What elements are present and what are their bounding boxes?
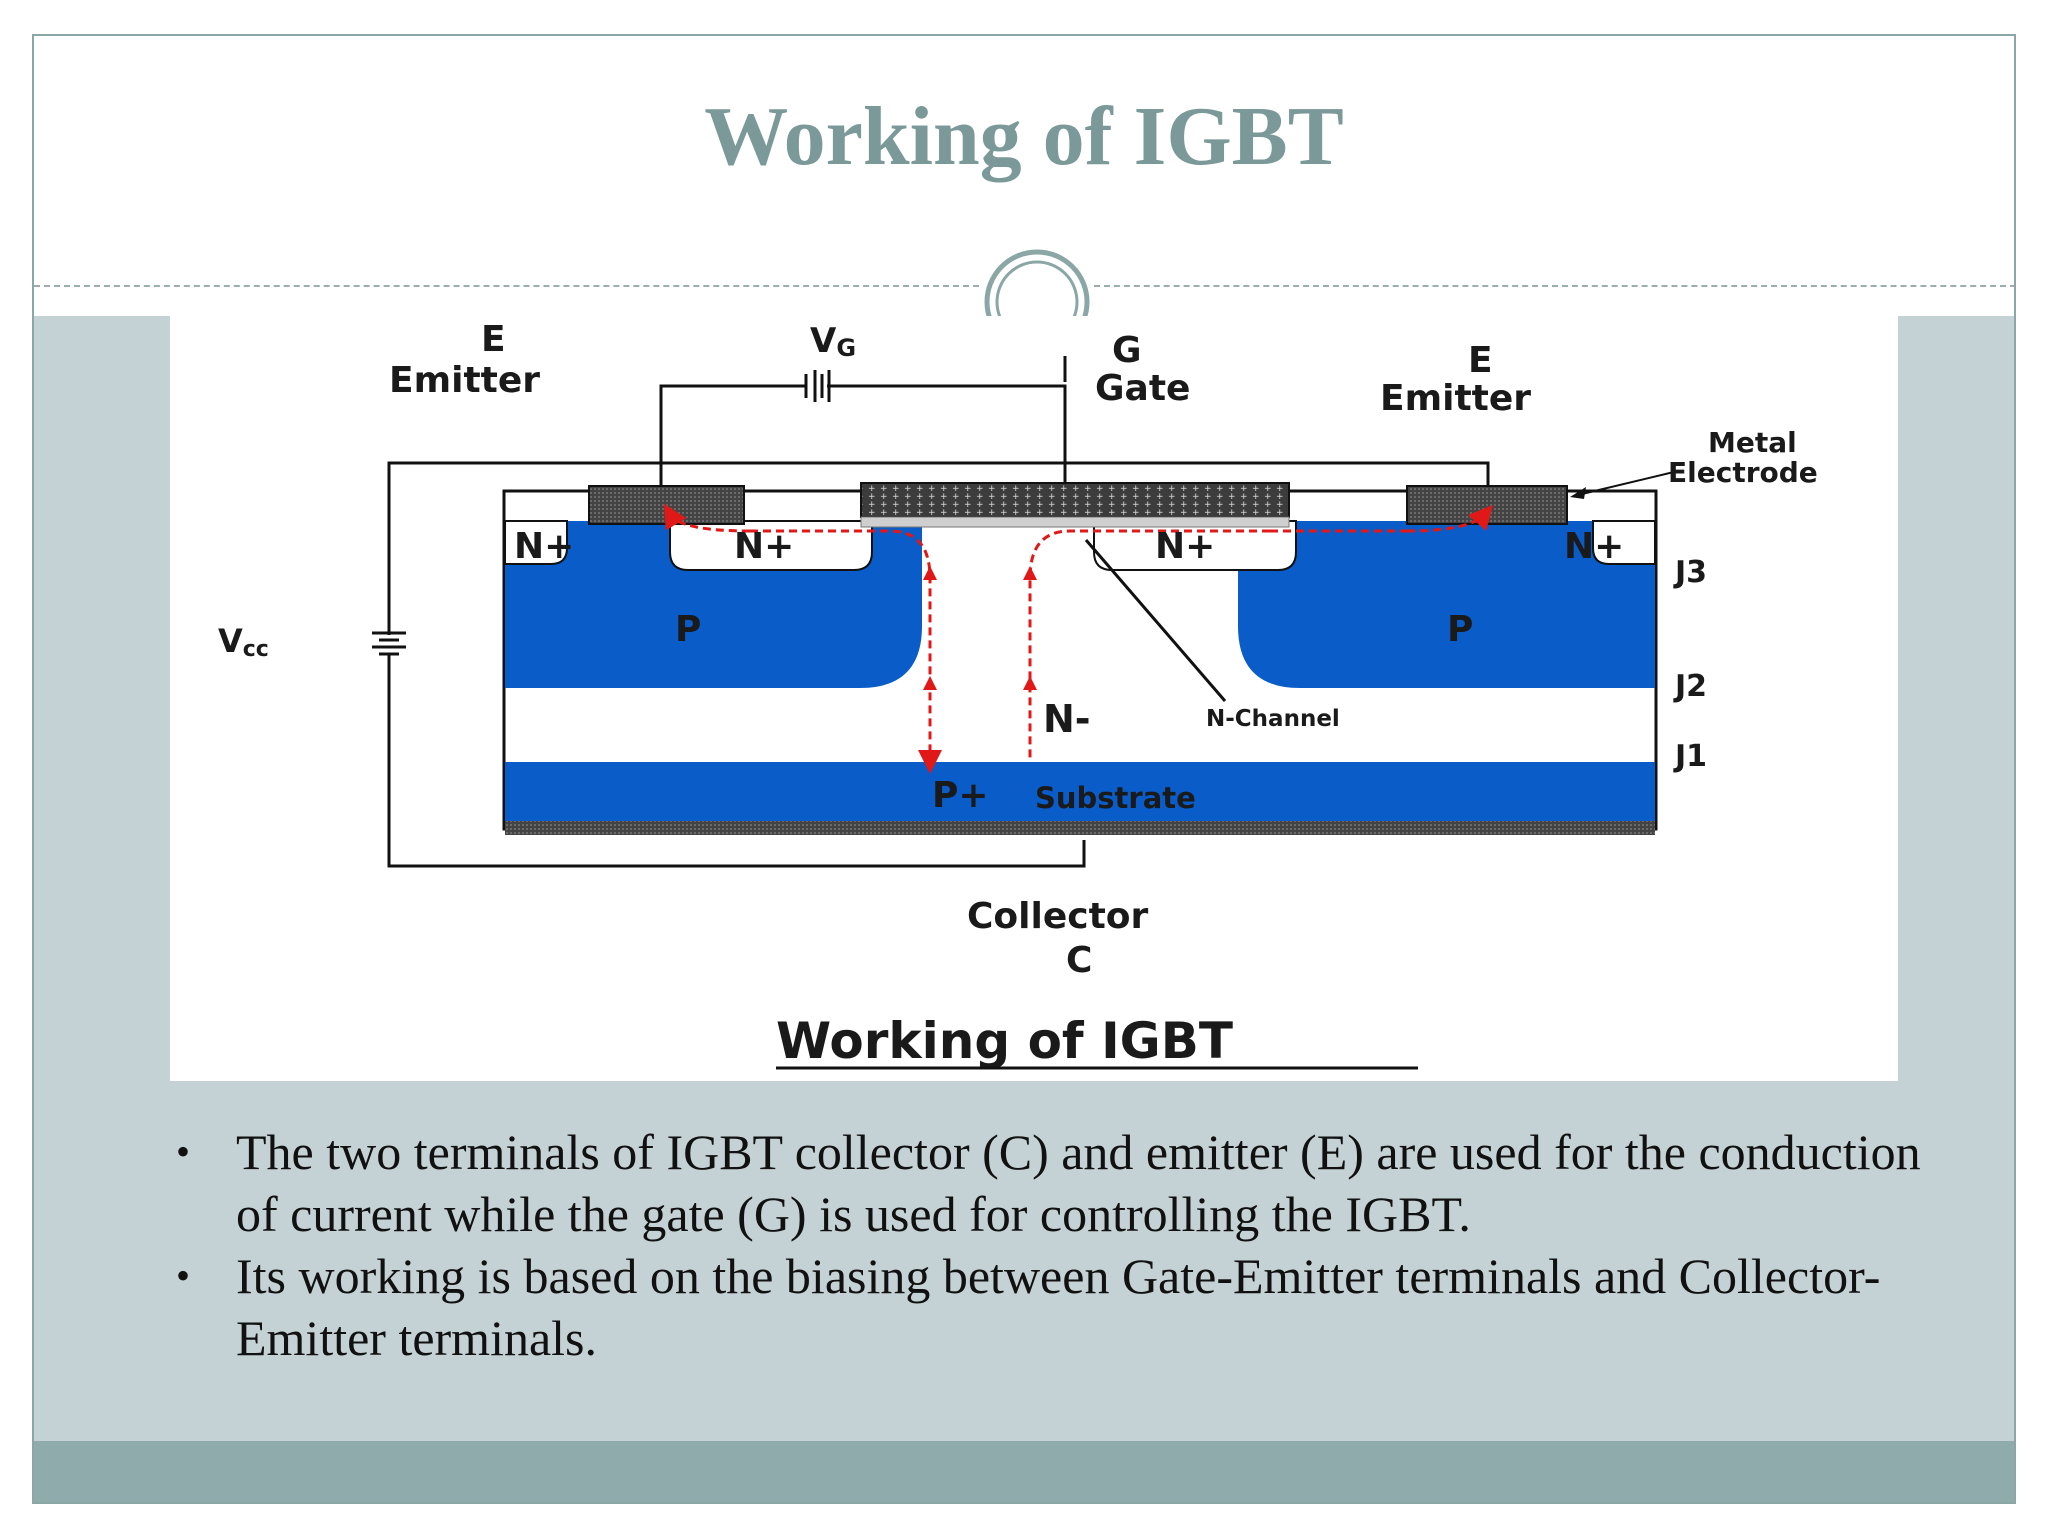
p-plus-label: P+ [932,775,989,816]
diagram-caption: Working of IGBT [776,1012,1233,1070]
n-plus-right-outer [1592,520,1656,565]
p-region-right [1238,521,1655,688]
gate-oxide [860,516,1290,528]
n-plus-left-inner [669,520,873,571]
n-plus-label-3: N+ [1155,526,1215,567]
junction-j3: J3 [1673,555,1707,590]
circuit-wires [387,356,1490,868]
metal-electrode-label-line2: Electrode [1668,456,1818,489]
bullet-dot: • [176,1253,191,1298]
bullet-text: The two terminals of IGBT collector (C) … [236,1124,1921,1242]
emitter-electrode-left [588,485,745,525]
n-minus-label: N- [1043,697,1091,741]
vg-label: VG [810,321,856,362]
slide: Working of IGBT + [32,34,2016,1504]
bullet-dot: • [176,1129,191,1174]
n-plus-label-4: N+ [1564,526,1624,567]
substrate-label: Substrate [1035,781,1196,815]
slide-title: Working of IGBT [704,90,1344,183]
n-plus-label-1: N+ [514,526,574,567]
p-label-left: P [675,609,701,650]
emitter-electrode-right [1406,485,1568,525]
collector-metal [505,821,1655,835]
igbt-diagram-svg: + [218,319,1818,1070]
n-channel-label: N-Channel [1206,706,1340,732]
igbt-diagram: + [170,316,1898,1081]
emitter-right-letter: E [1468,340,1493,381]
title-divider-right [1094,285,2014,287]
gate-electrode [860,482,1290,518]
bullet-item: • Its working is based on the biasing be… [132,1245,1932,1369]
vcc-battery-icon [372,631,406,656]
ring-ornament-icon [984,249,1090,342]
n-plus-left-outer [504,520,568,565]
gate-letter: G [1112,330,1142,371]
bullet-list: • The two terminals of IGBT collector (C… [132,1121,1932,1369]
emitter-right-label: Emitter [1380,378,1531,419]
title-divider-left [34,285,979,287]
emitter-left-label: Emitter [389,360,540,401]
bullet-text: Its working is based on the biasing betw… [236,1248,1881,1366]
collector-letter: C [1066,940,1092,981]
metal-electrode-arrowhead [1570,487,1586,499]
current-flow-arrows [923,566,1037,690]
n-plus-label-2: N+ [734,526,794,567]
p-label-right: P [1447,609,1473,650]
p-plus-substrate [505,762,1655,828]
emitter-left-letter: E [481,319,506,360]
gate-label: Gate [1095,368,1190,409]
metal-electrode-label-line1: Metal [1708,426,1797,459]
bullet-item: • The two terminals of IGBT collector (C… [132,1121,1932,1245]
vg-battery-icon [804,370,831,402]
junction-j1: J1 [1673,739,1707,774]
metal-electrode-pointer [1581,470,1679,495]
n-channel-pointer [1084,539,1227,702]
footer-band [34,1441,2014,1502]
vcc-label: Vcc [218,622,269,662]
collector-label: Collector [967,896,1149,937]
junction-j2: J2 [1673,669,1707,704]
